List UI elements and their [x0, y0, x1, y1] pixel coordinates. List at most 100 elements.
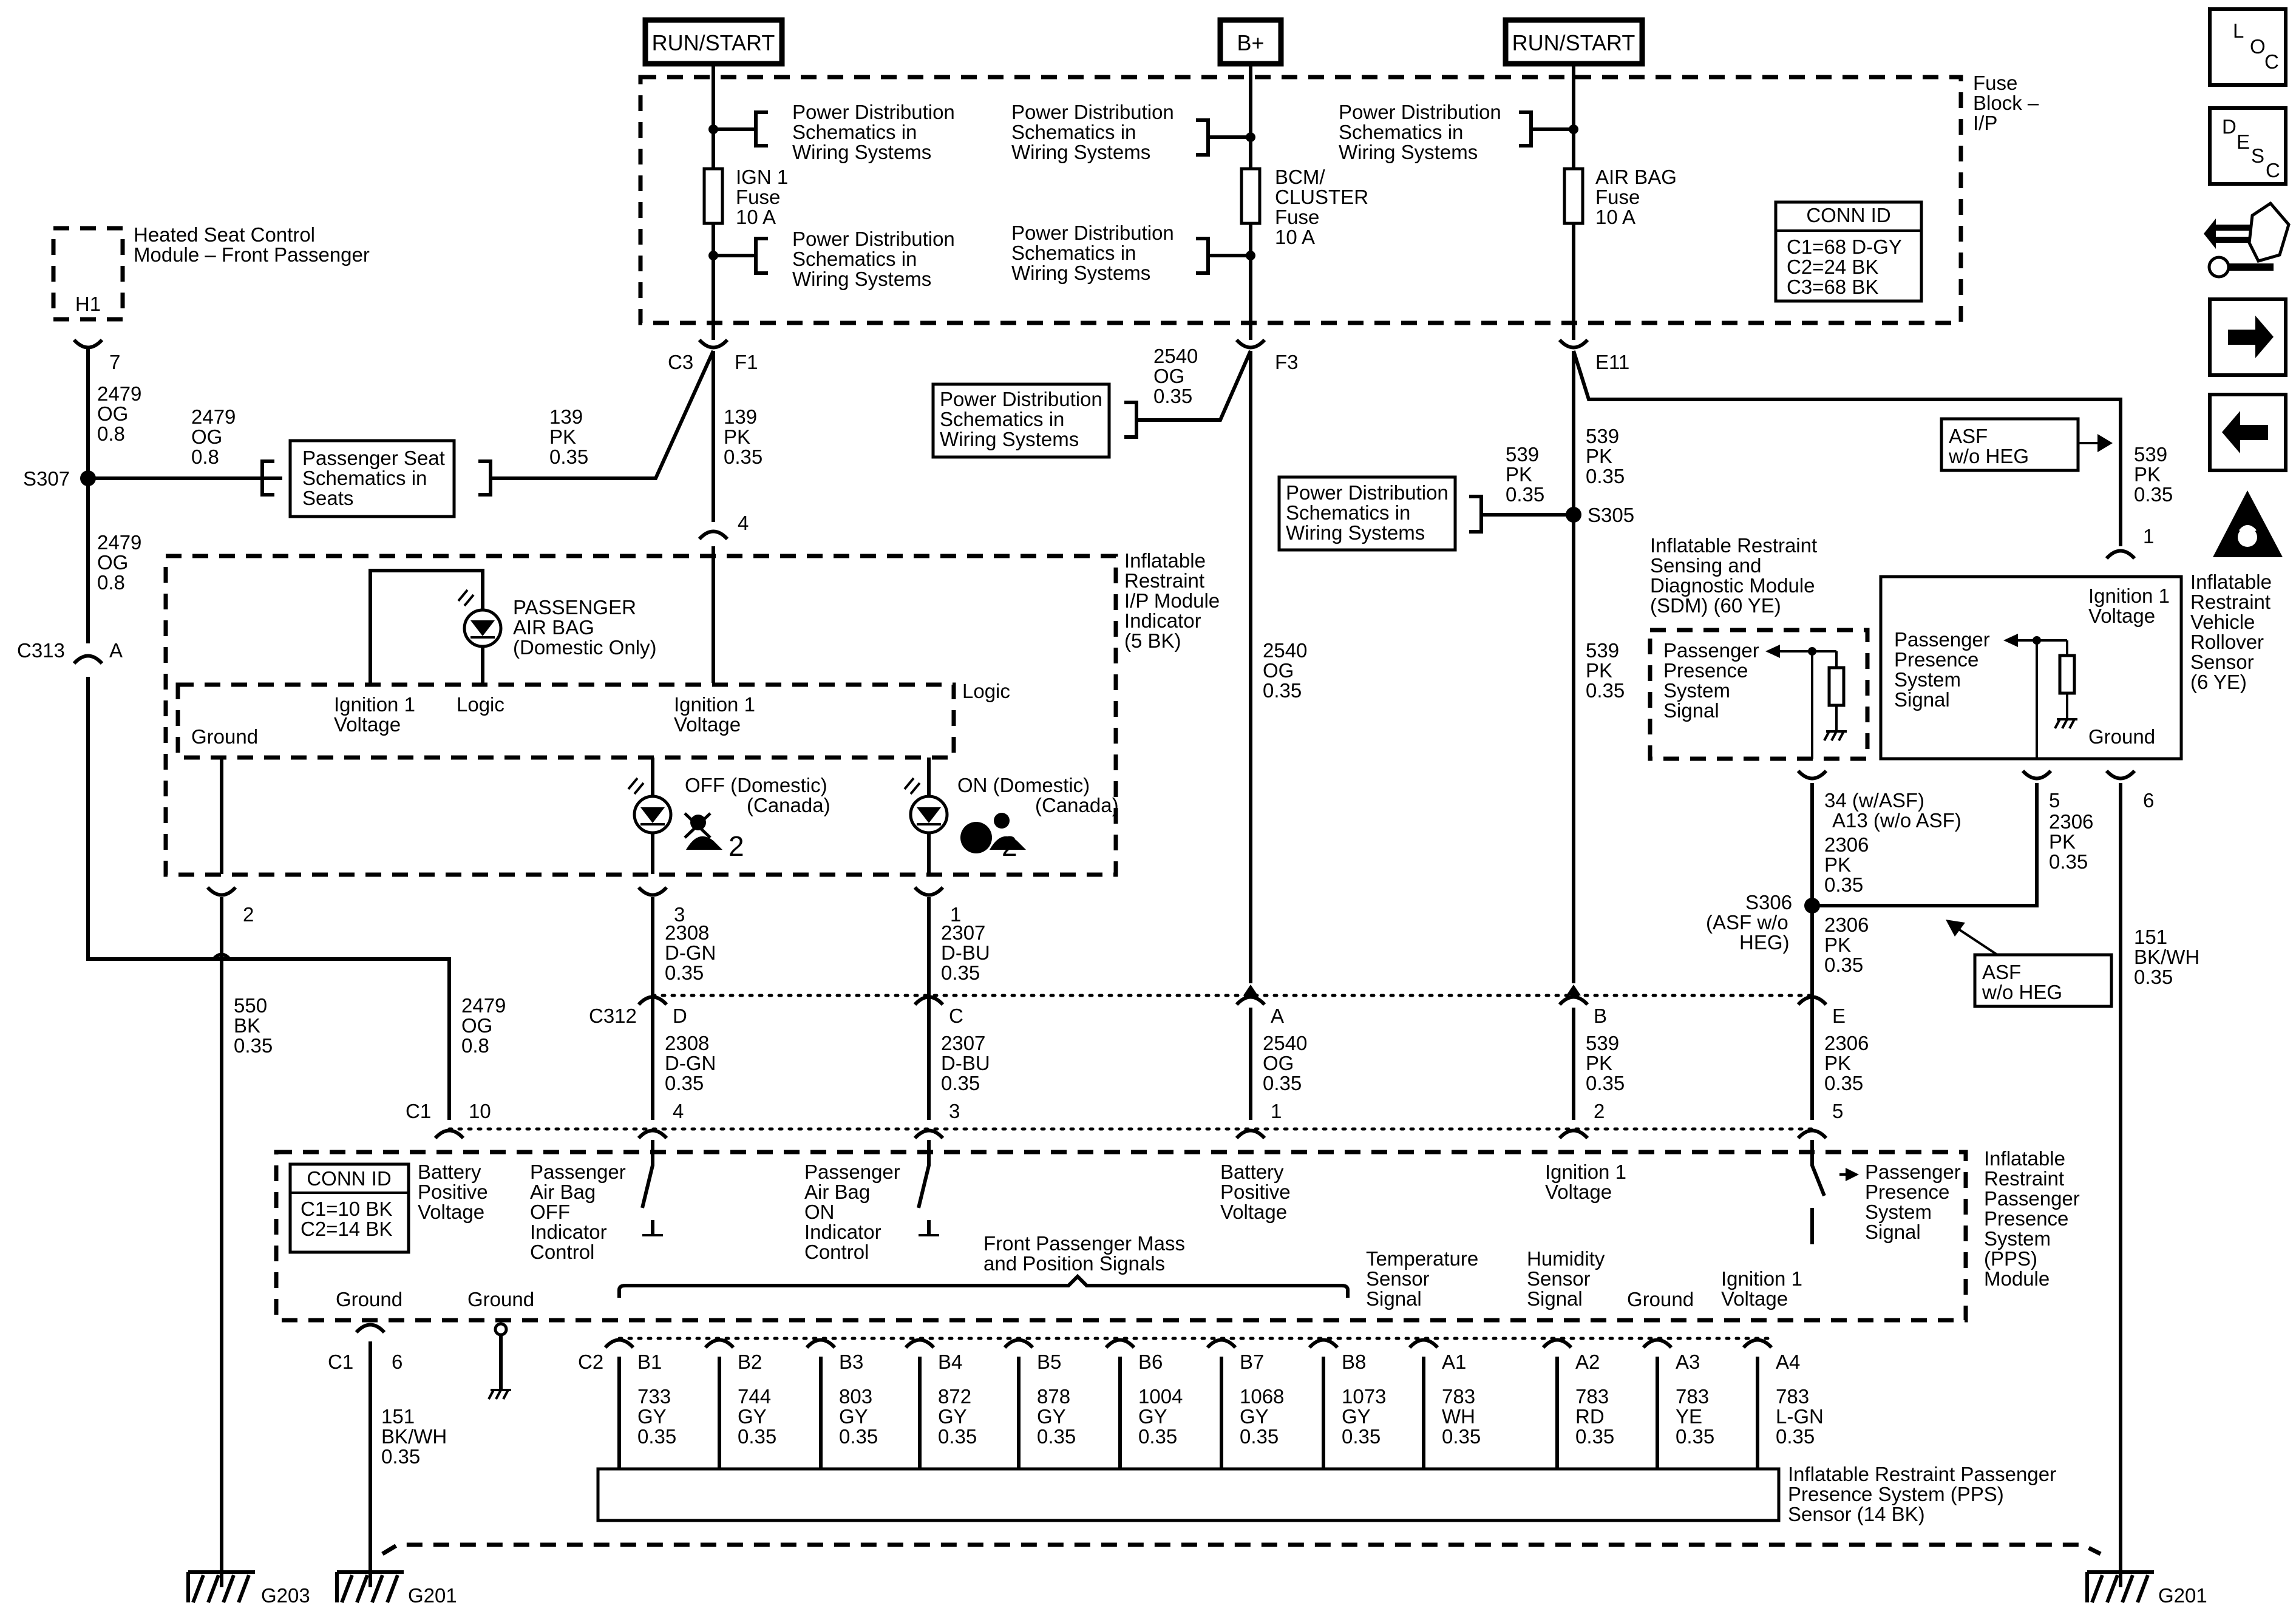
c2-pin-label: A3	[1676, 1351, 1700, 1373]
pd-ref-mid[interactable]: Power Distribution Schematics in Wiring …	[931, 382, 1138, 459]
svg-text:2306 PK 0.35: 2306 PK 0.35	[1824, 1032, 1875, 1094]
pin-f1-label: F1	[735, 351, 758, 373]
svg-text:Power Distribution Schem: Power Distribution Schematics in Wiring …	[940, 388, 1108, 450]
svg-text:2: 2	[1002, 830, 1017, 862]
c2-pin-label: B7	[1240, 1351, 1264, 1373]
wire-539-pk-right	[1572, 350, 2122, 546]
svg-text:Passenger Air Bag: Passenger Air Bag ON Indicator Control	[804, 1161, 906, 1263]
ground-g201-left: G201	[335, 1570, 457, 1607]
svg-text:539 PK 0.35: 539 PK 0.35	[1586, 1032, 1625, 1094]
pd-ref-bcm-bottom[interactable]: Power Distribution Schematics in Wiring …	[1011, 222, 1251, 284]
ip-module-indicator: Inflatable Restraint I/P Module Indicato…	[163, 546, 1220, 877]
svg-text:Power Distribution Sch: Power Distribution Schematics in Wiring …	[1011, 101, 1180, 163]
connector-c312-label: C312	[589, 1005, 637, 1027]
desc-button[interactable]: D E S C	[2208, 106, 2288, 186]
svg-text:Power Distribution Sch: Power Distribution Schematics in Wiring …	[792, 101, 960, 163]
svg-text:ASF w/o HEG: ASF w/o HEG	[1982, 961, 2062, 1003]
next-page-icon[interactable]	[2208, 297, 2288, 377]
svg-text:6: 6	[2143, 789, 2154, 812]
c2-pin-label: B2	[738, 1351, 762, 1373]
rollover-sensor: 1 Ignition 1 Voltage Passenger Presence …	[1879, 525, 2272, 761]
wire-2479-c1-label: 2479 OG 0.8	[461, 994, 512, 1057]
pd-ref-s305[interactable]: Power Distribution Schematics in Wiring …	[1277, 475, 1483, 552]
svg-text:151 BK/WH 0.35: 151 BK/WH 0.35	[2134, 926, 2205, 988]
svg-text:C1: C1	[328, 1351, 353, 1373]
svg-text:A: A	[109, 639, 123, 662]
svg-text:Power Distribution Schem: Power Distribution Schematics in Wiring …	[1286, 481, 1454, 544]
loc-button[interactable]: L O C	[2208, 7, 2288, 87]
svg-text:H1: H1	[75, 293, 101, 315]
pd-ref-ign-bottom[interactable]: Power Distribution Schematics in Wiring …	[713, 228, 960, 290]
svg-text:Inflatable Restraint: Inflatable Restraint Passenger Presence …	[1984, 1147, 2085, 1290]
pps-module: C1 10 4 3 1 2 5 Inflatable Restraint Pas…	[274, 1100, 2085, 1400]
svg-text:34 (w/ASF) A13 (w/o ASF): 34 (w/ASF) A13 (w/o ASF)	[1824, 789, 1961, 832]
c2-pin-label: B8	[1342, 1351, 1366, 1373]
svg-text:ON (Domestic) (Canada): ON (Domestic) (Canada)	[957, 774, 1119, 816]
svg-text:2306 PK 0.35: 2306 PK 0.35	[1824, 833, 1875, 896]
wire-2479-lower-label: 2479 OG 0.8	[97, 531, 148, 594]
wire-2540-pd-label: 2540 OG 0.35	[1153, 345, 1204, 407]
svg-text:Ground: Ground	[191, 725, 258, 748]
svg-text:1: 1	[1271, 1100, 1282, 1122]
b-plus-source: B+	[1217, 17, 1284, 67]
svg-text:6: 6	[392, 1351, 402, 1373]
pd-ref-airbag[interactable]: Power Distribution Schematics in Wiring …	[1339, 101, 1574, 163]
pd-ref-ign-top[interactable]: Power Distribution Schematics in Wiring …	[713, 101, 960, 163]
airbag-fuse-icon	[1563, 167, 1584, 225]
svg-text:S: S	[2251, 144, 2264, 167]
svg-text:4: 4	[738, 512, 749, 534]
bcm-cluster-fuse-icon	[1240, 167, 1262, 225]
airbag-fuse-label: AIR BAG Fuse 10 A	[1595, 166, 1682, 228]
pin-e11-label: E11	[1595, 351, 1629, 373]
wire-539-right-label: 539 PK 0.35	[2134, 443, 2173, 506]
esd-warning-icon	[2213, 490, 2283, 557]
pin-f3-label: F3	[1275, 351, 1299, 373]
svg-text:Inflatable Restraint Sen: Inflatable Restraint Sensing and Diagnos…	[1650, 534, 1822, 617]
svg-text:Temperature Sensor: Temperature Sensor Signal	[1366, 1247, 1484, 1310]
passenger-seat-schematic-ref[interactable]: Passenger Seat Schematics in Seats	[260, 439, 492, 518]
connector-view-icon[interactable]	[2204, 201, 2291, 279]
airbag-off-icon	[684, 812, 722, 850]
svg-text:Power Distribution Sch: Power Distribution Schematics in Wiring …	[1339, 101, 1507, 163]
pin-c3-label: C3	[668, 351, 693, 373]
svg-text:Inflatable Restraint Passenger: Inflatable Restraint Passenger Presence …	[1788, 1463, 2062, 1525]
svg-text:4: 4	[673, 1100, 684, 1122]
svg-text:5: 5	[1832, 1100, 1843, 1122]
svg-text:Passenger Presence: Passenger Presence System Signal	[1865, 1161, 1966, 1243]
svg-text:L: L	[2233, 19, 2244, 42]
pd-ref-bcm-top[interactable]: Power Distribution Schematics in Wiring …	[1011, 101, 1251, 163]
svg-text:5: 5	[2049, 789, 2060, 812]
svg-text:Power Distribution Sch: Power Distribution Schematics in Wiring …	[1011, 222, 1180, 284]
fuse-block: Fuse Block – I/P IGN 1 Fuse 10 A BCM/ CL…	[638, 64, 2044, 373]
run-start-left-source: RUN/START	[642, 17, 785, 67]
previous-page-icon[interactable]	[2208, 393, 2288, 472]
front-mass-bracket	[617, 1273, 1350, 1298]
c2-pin-label: B4	[938, 1351, 962, 1373]
svg-text:D: D	[673, 1005, 687, 1027]
run-start-right-source: RUN/START	[1503, 17, 1645, 67]
svg-text:G203: G203	[261, 1584, 310, 1607]
wire-139-main-label: 139 PK 0.35	[724, 405, 763, 468]
c2-pin-label: B5	[1037, 1351, 1061, 1373]
svg-text:E: E	[1832, 1005, 1846, 1027]
svg-text:OFF (Domestic) (Canada): OFF (Domestic) (Canada)	[685, 774, 833, 816]
fuse-block-title: Fuse Block – I/P	[1973, 72, 2044, 134]
svg-text:C2: C2	[578, 1351, 603, 1373]
asf-callout-top: ASF w/o HEG	[1940, 417, 2113, 472]
svg-text:Power Distribution Sch: Power Distribution Schematics in Wiring …	[792, 228, 960, 290]
svg-text:C: C	[2266, 159, 2280, 181]
airbag-on-icon	[960, 813, 1026, 853]
